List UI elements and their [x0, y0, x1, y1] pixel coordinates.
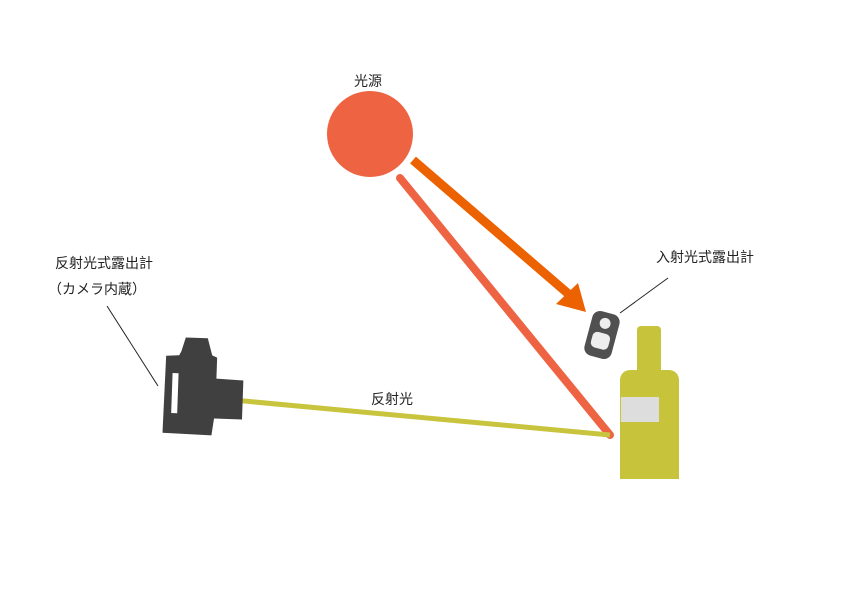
light-source-circle — [327, 91, 413, 177]
light-source-label: 光源 — [354, 74, 382, 90]
camera-icon — [162, 337, 244, 436]
bottle-label — [621, 397, 659, 422]
reflected-meter-leader — [106, 305, 159, 387]
incident-arrow — [410, 156, 586, 312]
incident-meter-label: 入射光式露出計 — [656, 250, 754, 266]
reflected-meter-label: 反射光式露出計 — [55, 256, 153, 272]
incident-meter-icon — [584, 310, 620, 360]
reflected-light-label: 反射光 — [371, 392, 413, 408]
bottle-icon — [620, 326, 679, 479]
incident-light-ray — [396, 174, 614, 439]
reflected-meter-sublabel: （カメラ内蔵） — [48, 282, 146, 298]
incident-meter-leader — [619, 277, 669, 314]
